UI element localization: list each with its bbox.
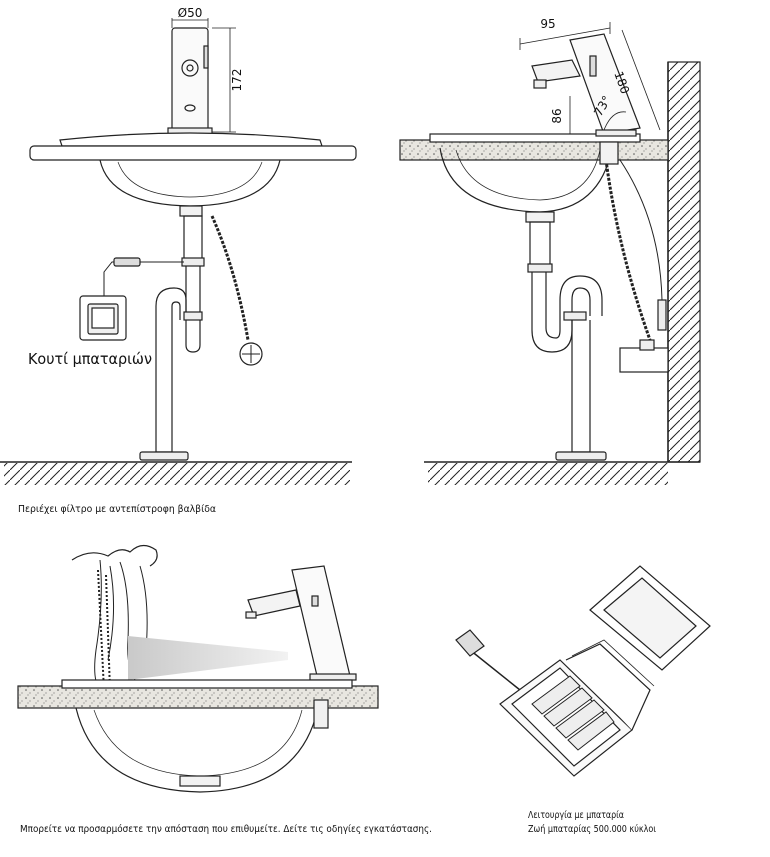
faucet-demo	[245, 565, 357, 681]
flex-hose-side	[604, 159, 652, 341]
stop-valve-side	[619, 347, 669, 373]
dim-base-height: 86	[550, 108, 564, 123]
dim-projection: 95	[540, 17, 555, 31]
dimension-lines-front	[171, 18, 236, 133]
drain-trap-front	[139, 215, 205, 461]
sensor-demo-panel	[17, 544, 379, 793]
label-filter-note: Περιέχει φίλτρο με αντεπίστροφη βαλβίδα	[18, 503, 216, 515]
label-battery-box: Κουτί μπαταριών	[28, 350, 152, 368]
side-view-panel	[399, 22, 701, 485]
label-battery-operation: Λειτουργία με μπαταρία	[528, 809, 624, 821]
faucet-front	[167, 27, 213, 135]
battery-cells	[531, 675, 615, 751]
battery-box-exploded	[455, 565, 711, 777]
front-view-panel	[0, 18, 357, 485]
faucet-side	[531, 33, 641, 137]
basin-front	[29, 132, 357, 217]
dimension-lines-side	[519, 22, 661, 134]
battery-connector-cable	[469, 649, 521, 691]
flex-hose-front	[210, 215, 250, 341]
label-battery-life: Ζωή μπαταρίας 500.000 κύκλοι	[528, 823, 656, 835]
label-distance-note: Μπορείτε να προσαρμόσετε την απόσταση πο…	[20, 823, 432, 835]
battery-box-front	[79, 295, 127, 341]
sensor-cable-front	[103, 261, 184, 296]
basin-demo	[75, 707, 319, 793]
drain-trap-side	[527, 221, 607, 461]
dim-faucet-height: 172	[230, 69, 244, 92]
wall	[667, 61, 701, 463]
dim-spout-diameter: Ø50	[178, 6, 203, 20]
sensor-beam	[128, 636, 288, 680]
